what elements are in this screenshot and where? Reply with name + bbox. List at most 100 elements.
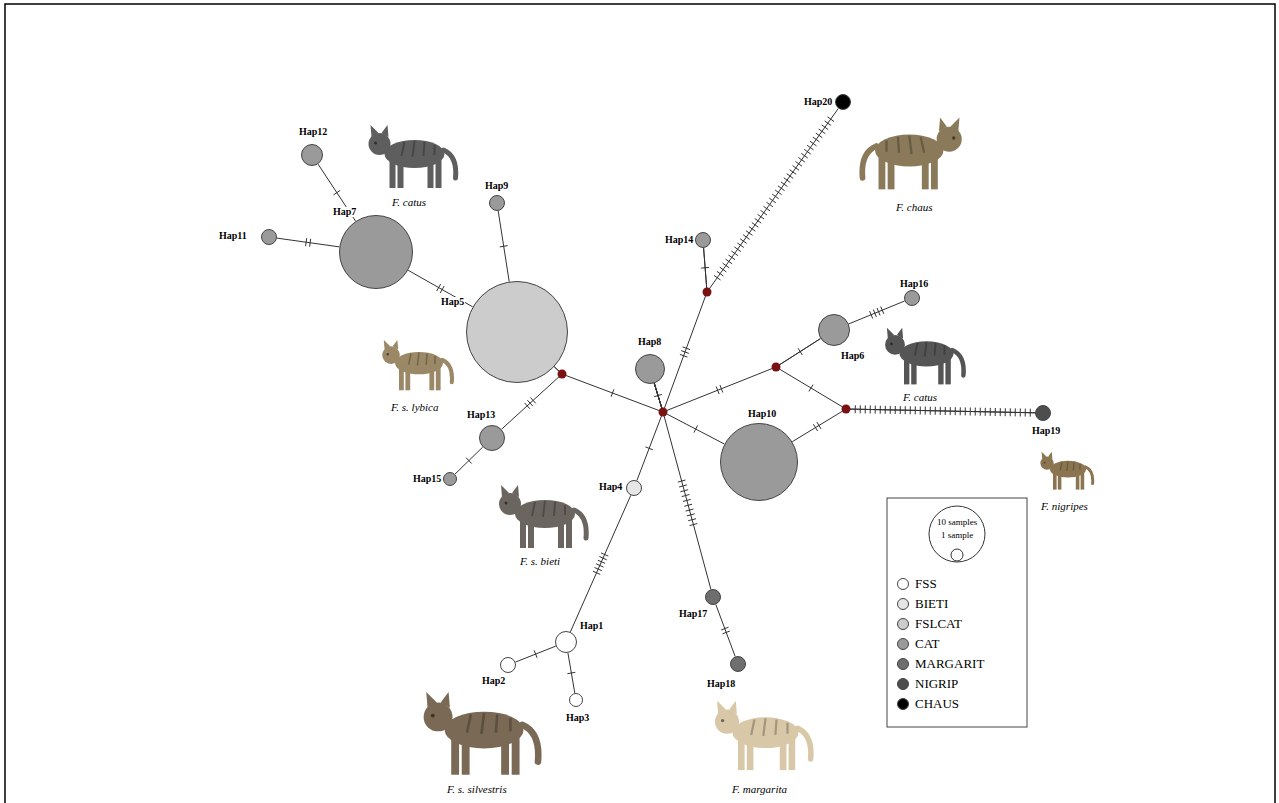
- network-link: [455, 447, 483, 474]
- network-link: [515, 646, 555, 662]
- mutation-tick: [596, 564, 603, 567]
- frame: [5, 4, 1275, 803]
- mutation-tick: [679, 485, 687, 487]
- mutation-tick: [527, 400, 532, 406]
- haplotype-circle: Hap19: [1035, 405, 1051, 421]
- mutation-tick: [721, 627, 728, 630]
- species-name: F. chaus: [896, 201, 932, 214]
- mutation-tick: [798, 158, 805, 163]
- mutation-tick: [437, 284, 441, 291]
- mutation-tick: [654, 394, 662, 396]
- cat-picture: [382, 340, 452, 390]
- median-vector: [558, 370, 567, 379]
- mutation-tick: [965, 407, 966, 415]
- size-key-circle: [951, 549, 963, 561]
- mutation-tick: [870, 311, 873, 318]
- haplotype-label: Hap4: [598, 482, 623, 492]
- mutation-tick: [534, 650, 537, 658]
- legend-text: MARGARIT: [915, 656, 984, 672]
- legend-text: BIETI: [915, 596, 948, 612]
- mutation-tick: [1030, 409, 1031, 417]
- haplotype-circle: Hap16: [904, 290, 920, 306]
- mutation-tick: [684, 504, 692, 506]
- cat-picture: [862, 118, 961, 190]
- mutation-tick: [1020, 409, 1021, 417]
- legend-swatch: [897, 658, 909, 670]
- haplotype-circle: Hap18: [730, 656, 746, 672]
- cat-picture: [885, 328, 964, 385]
- mutation-tick: [1025, 409, 1026, 417]
- mutation-tick: [567, 672, 575, 673]
- mutation-tick: [772, 194, 779, 199]
- mutation-tick: [766, 202, 773, 207]
- mutation-tick: [895, 406, 896, 414]
- mutation-tick: [688, 519, 696, 521]
- mutation-tick: [825, 121, 832, 126]
- mutation-tick: [758, 214, 765, 219]
- legend-box: [887, 498, 1027, 727]
- mutation-tick: [500, 246, 508, 247]
- mutation-tick: [598, 560, 605, 563]
- haplotype-label: Hap16: [899, 279, 929, 289]
- mutation-tick: [611, 389, 614, 396]
- mutation-tick: [687, 514, 695, 516]
- legend-text: NIGRIP: [915, 676, 958, 692]
- mutation-tick: [905, 406, 906, 414]
- haplotype-circle: Hap3: [569, 693, 583, 707]
- mutation-tick: [955, 407, 956, 415]
- haplotype-circle: Hap5: [466, 281, 568, 383]
- cat-picture: [499, 485, 586, 548]
- mutation-tick: [694, 426, 698, 433]
- mutation-tick: [726, 259, 733, 264]
- haplotype-label: Hap2: [481, 676, 506, 686]
- mutation-tick: [940, 407, 941, 415]
- mutation-tick: [960, 407, 961, 415]
- mutation-tick: [910, 406, 911, 414]
- mutation-tick: [731, 251, 738, 256]
- species-name: F. catus: [392, 196, 426, 209]
- mutation-tick: [925, 407, 926, 415]
- mutation-tick: [1015, 408, 1016, 416]
- network-link: [792, 409, 1035, 442]
- network-link: [654, 339, 820, 412]
- haplotype-circle: Hap2: [500, 657, 516, 673]
- median-vector: [842, 405, 851, 414]
- mutation-tick: [875, 406, 876, 414]
- mutation-tick: [787, 174, 794, 179]
- haplotype-circle: Hap1: [555, 631, 577, 653]
- mutation-tick: [930, 407, 931, 415]
- mutation-tick: [593, 571, 600, 574]
- haplotype-label: Hap3: [565, 713, 590, 723]
- legend-swatch: [897, 698, 909, 710]
- mutation-tick: [334, 190, 341, 195]
- mutation-tick: [985, 408, 986, 416]
- mutation-tick: [790, 170, 797, 175]
- network-link: [654, 383, 724, 444]
- mutation-tick: [714, 275, 721, 280]
- mutation-tick: [466, 458, 472, 464]
- mutation-tick: [734, 247, 741, 252]
- network-link: [704, 109, 839, 293]
- mutation-tick: [740, 239, 747, 244]
- mutation-tick: [752, 223, 759, 228]
- mutation-tick: [798, 348, 802, 355]
- size-key-label: 10 samples: [937, 517, 977, 527]
- mutation-tick: [885, 406, 886, 414]
- mutation-tick: [682, 495, 690, 497]
- haplotype-circle: Hap8: [635, 354, 665, 384]
- mutation-tick: [860, 405, 861, 413]
- species-name: F. s. bieti: [520, 555, 560, 568]
- mutation-tick: [873, 310, 876, 317]
- mutation-tick: [440, 286, 444, 293]
- mutation-tick: [813, 424, 817, 431]
- mutation-tick: [784, 178, 791, 183]
- mutation-tick: [701, 267, 709, 269]
- mutation-tick: [729, 255, 736, 260]
- haplotype-label: Hap1: [579, 621, 604, 631]
- mutation-tick: [749, 227, 756, 232]
- mutation-tick: [990, 408, 991, 416]
- mutation-tick: [881, 307, 884, 314]
